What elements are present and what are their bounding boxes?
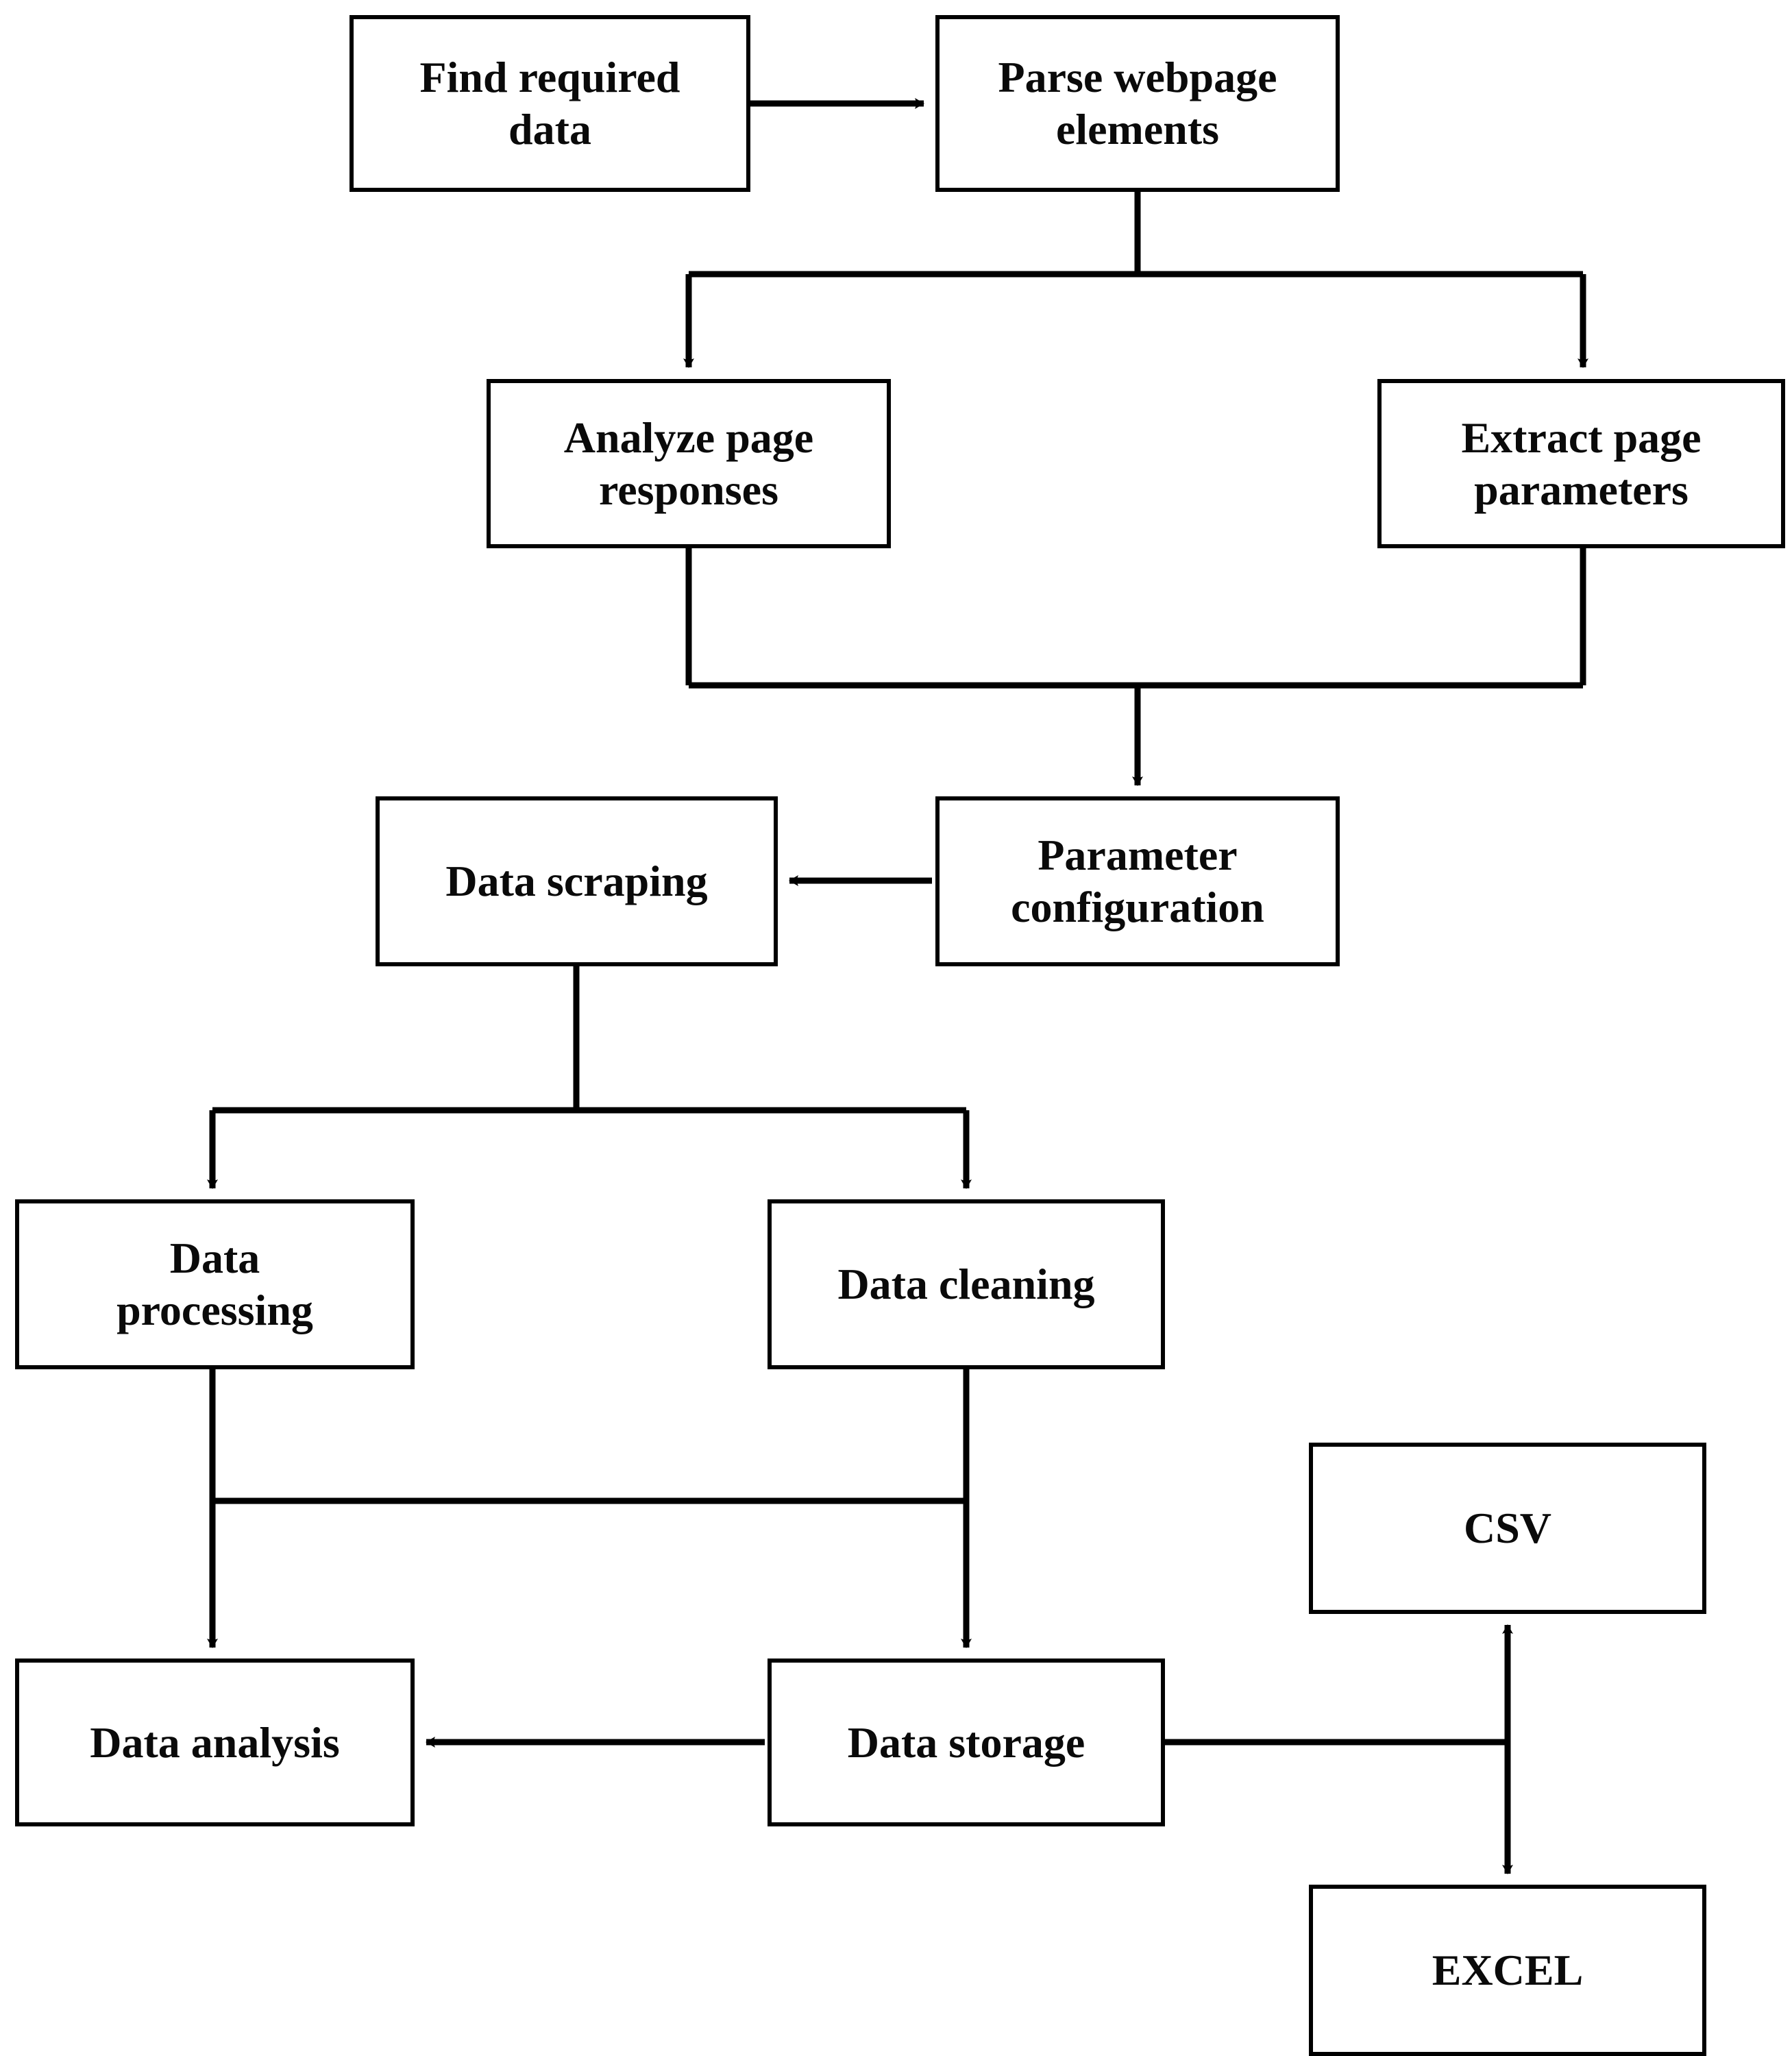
node-data-storage[interactable]: Data storage <box>768 1659 1165 1826</box>
node-label: Parameter configuration <box>1011 831 1264 931</box>
node-label: Analyze page responses <box>563 413 814 514</box>
node-analyze-page-responses[interactable]: Analyze page responses <box>487 379 891 548</box>
node-label: Parse webpage elements <box>998 53 1277 154</box>
node-parse-webpage-elements[interactable]: Parse webpage elements <box>935 15 1340 192</box>
node-data-processing[interactable]: Data processing <box>15 1199 415 1369</box>
node-find-required-data[interactable]: Find required data <box>349 15 750 192</box>
node-data-analysis[interactable]: Data analysis <box>15 1659 415 1826</box>
node-data-cleaning[interactable]: Data cleaning <box>768 1199 1165 1369</box>
node-label: Data processing <box>116 1234 313 1334</box>
node-label: Find required data <box>419 53 680 154</box>
node-label: Data storage <box>847 1717 1085 1767</box>
node-extract-page-parameters[interactable]: Extract page parameters <box>1377 379 1785 548</box>
node-label: Data analysis <box>90 1717 340 1767</box>
node-excel[interactable]: EXCEL <box>1309 1885 1706 2056</box>
node-label: Extract page parameters <box>1461 413 1702 514</box>
node-label: CSV <box>1463 1504 1552 1553</box>
node-data-scraping[interactable]: Data scraping <box>376 796 778 966</box>
node-label: Data cleaning <box>837 1260 1095 1309</box>
node-label: Data scraping <box>445 857 708 906</box>
node-label: EXCEL <box>1432 1946 1584 1995</box>
node-csv[interactable]: CSV <box>1309 1443 1706 1614</box>
node-parameter-configuration[interactable]: Parameter configuration <box>935 796 1340 966</box>
